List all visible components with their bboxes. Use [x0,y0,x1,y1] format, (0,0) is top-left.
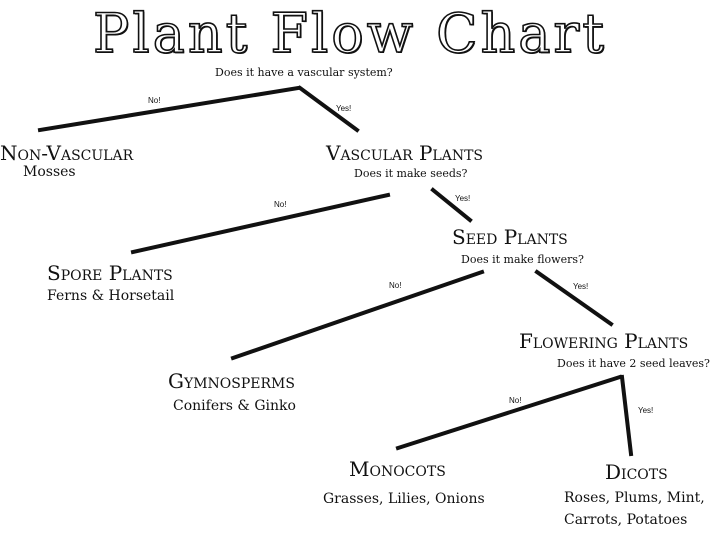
edge-label-flowering-no: No! [509,396,522,405]
edge-label-root-yes: Yes! [336,104,352,113]
edge-seed-yes [534,269,614,327]
page-title: Plant Flow Chart [92,1,607,66]
node-seed-plants: Seed Plants [452,225,568,249]
edge-label-vascular-no: No! [274,200,287,209]
node-vascular-plants: Vascular Plants [326,141,484,165]
root-question: Does it have a vascular system? [215,66,393,79]
edge-label-vascular-yes: Yes! [455,194,471,203]
edge-flowering-yes [619,374,634,457]
edge-seed-no [230,269,485,361]
edge-root-no [37,85,301,133]
edge-vascular-yes [430,187,473,223]
edge-label-flowering-yes: Yes! [638,406,654,415]
node-flowering-plants: Flowering Plants [519,329,689,353]
node-vascular-question: Does it make seeds? [354,167,468,180]
node-non-vascular: Non-Vascular [0,141,134,165]
edge-root-yes [297,85,360,133]
node-non-vascular-examples: Mosses [23,164,76,180]
node-dicots: Dicots [605,460,668,484]
node-flowering-question: Does it have 2 seed leaves? [557,357,710,370]
edge-vascular-no [130,192,391,255]
node-monocots: Monocots [349,457,446,481]
node-gymnosperms: Gymnosperms [168,369,295,393]
edge-label-root-no: No! [148,96,161,105]
edge-label-seed-no: No! [389,281,402,290]
edge-flowering-no [395,374,623,451]
node-spore-examples: Ferns & Horsetail [47,288,175,304]
node-dicots-examples-line2: Carrots, Potatoes [564,512,688,528]
node-spore-plants: Spore Plants [47,261,173,285]
node-dicots-examples-line1: Roses, Plums, Mint, [564,490,705,506]
node-seed-question: Does it make flowers? [461,253,584,266]
edge-label-seed-yes: Yes! [573,282,589,291]
node-monocots-examples: Grasses, Lilies, Onions [323,491,485,507]
node-gymnosperms-examples: Conifers & Ginko [173,398,296,414]
